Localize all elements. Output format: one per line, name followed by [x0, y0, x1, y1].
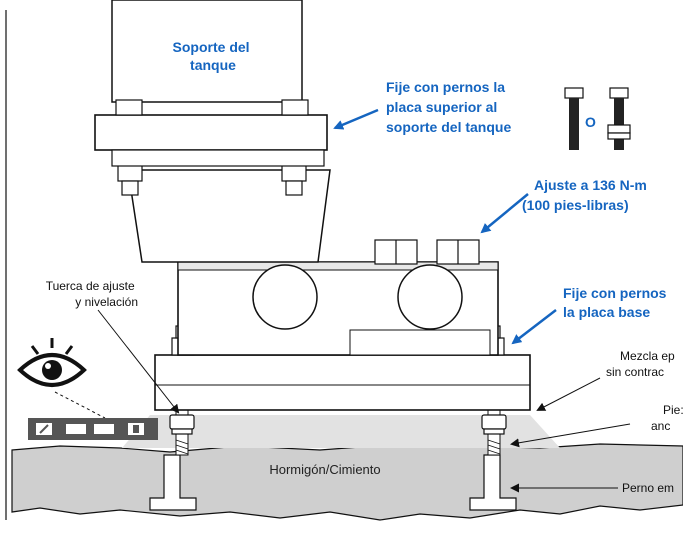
arrow-leveling-nut — [97, 309, 180, 414]
torque-label: Ajuste a 136 N-m (100 pies-libras) — [522, 177, 651, 213]
top-nut-upper-right — [281, 99, 309, 116]
top-nut-lower-left — [117, 164, 143, 182]
top-plate — [94, 114, 328, 151]
top-nut-lower-right — [281, 164, 307, 182]
foundation-label: Hormigón/Cimiento — [269, 462, 380, 477]
load-cell-bore-right — [397, 264, 463, 330]
epoxy-label: Mezcla ep sin contrac — [606, 349, 678, 379]
top-mount — [127, 169, 331, 263]
embedded-bolt-label: Perno em — [622, 481, 674, 495]
arrow-epoxy — [536, 377, 601, 411]
leveling-nut-left — [169, 414, 195, 430]
leveling-nut-label: Tuerca de ajuste y nivelación — [46, 279, 138, 309]
arrow-torque — [480, 193, 529, 234]
anchor-bolt-right — [469, 454, 517, 511]
base-plate — [154, 354, 531, 411]
tank-support-label: Soporte del tanque — [173, 39, 254, 73]
epoxy-grout — [122, 415, 560, 448]
load-cell-bore-left — [252, 264, 318, 330]
arrow-base-plate — [511, 309, 557, 345]
top-nut-upper-left — [115, 99, 143, 116]
bolt-icon — [564, 87, 631, 150]
arrow-anchor-piece — [510, 423, 631, 448]
arrow-top-plate — [333, 108, 379, 130]
anchor-bolt-left — [149, 454, 197, 511]
bolt-top-plate-label: Fije con pernos la placa superior al sop… — [386, 79, 511, 135]
leveling-nut-right — [481, 414, 507, 430]
concrete-foundation — [11, 443, 683, 521]
or-label: O — [585, 114, 596, 130]
anchor-piece-label: Pie: anc — [651, 403, 683, 433]
spirit-level-icon — [28, 418, 158, 440]
eye-icon — [17, 338, 87, 387]
bolt-base-plate-label: Fije con pernos la placa base — [563, 285, 670, 320]
